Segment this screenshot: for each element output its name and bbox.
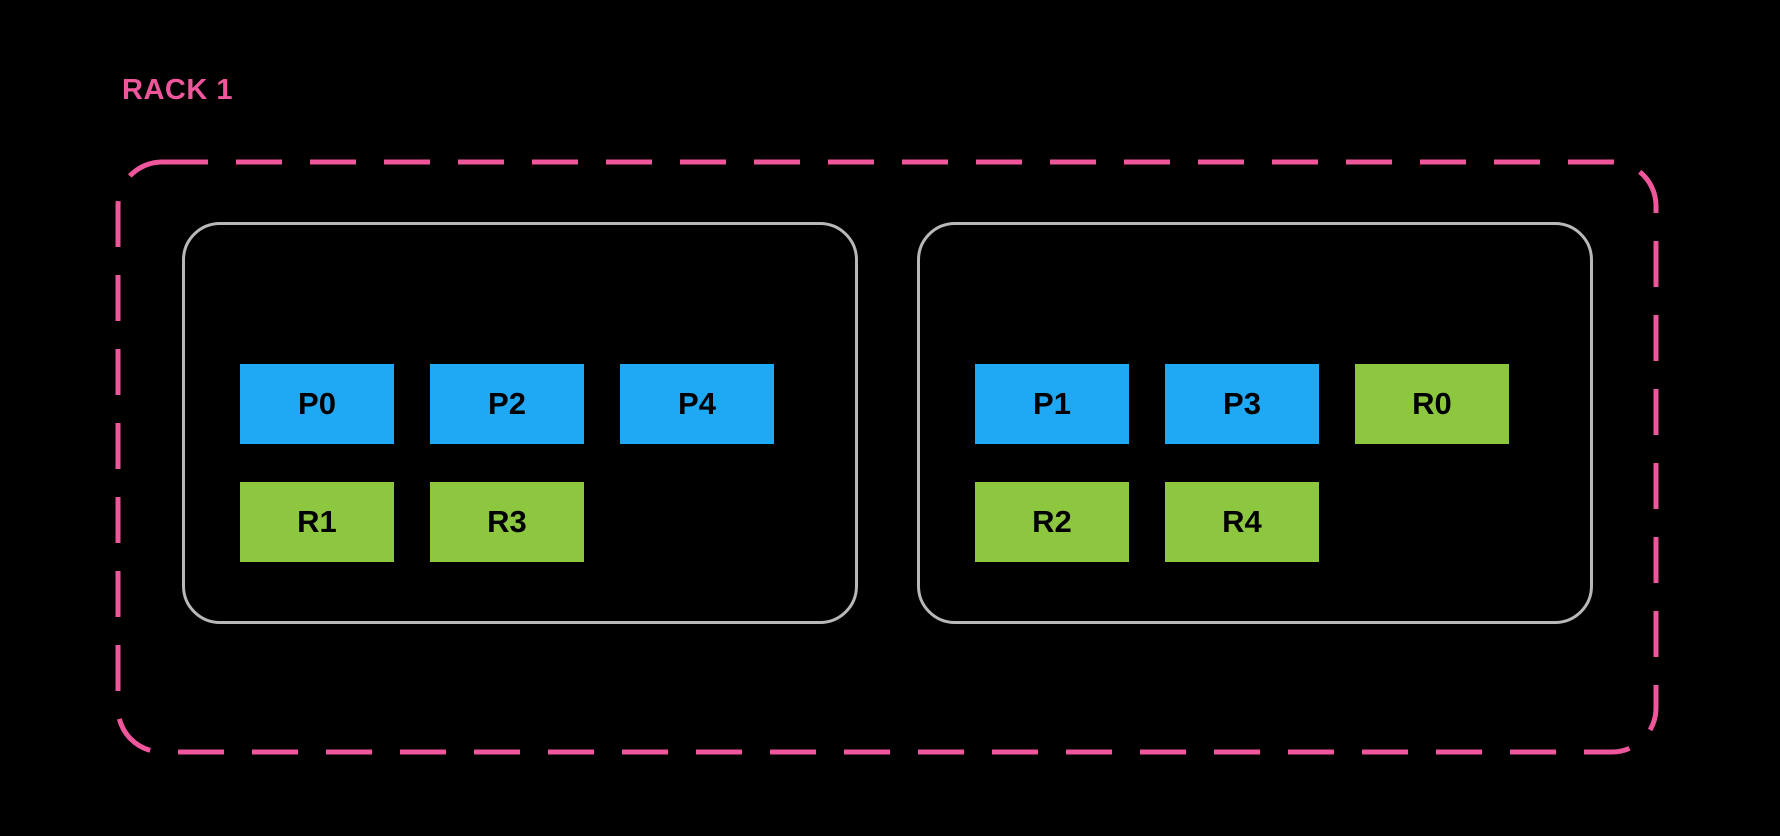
shard-box-r4: R4 bbox=[1165, 482, 1319, 562]
rack-title: RACK 1 bbox=[122, 74, 233, 106]
shard-box-r0: R0 bbox=[1355, 364, 1509, 444]
shard-row: R1 R3 bbox=[240, 482, 855, 562]
shard-box-p1: P1 bbox=[975, 364, 1129, 444]
shard-box-p3: P3 bbox=[1165, 364, 1319, 444]
shard-box-p4: P4 bbox=[620, 364, 774, 444]
shard-box-p0: P0 bbox=[240, 364, 394, 444]
shard-row: R2 R4 bbox=[975, 482, 1590, 562]
shard-box-r1: R1 bbox=[240, 482, 394, 562]
shard-row: P0 P2 P4 bbox=[240, 364, 855, 444]
shard-box-p2: P2 bbox=[430, 364, 584, 444]
shard-box-r2: R2 bbox=[975, 482, 1129, 562]
shard-box-r3: R3 bbox=[430, 482, 584, 562]
shard-row: P1 P3 R0 bbox=[975, 364, 1590, 444]
